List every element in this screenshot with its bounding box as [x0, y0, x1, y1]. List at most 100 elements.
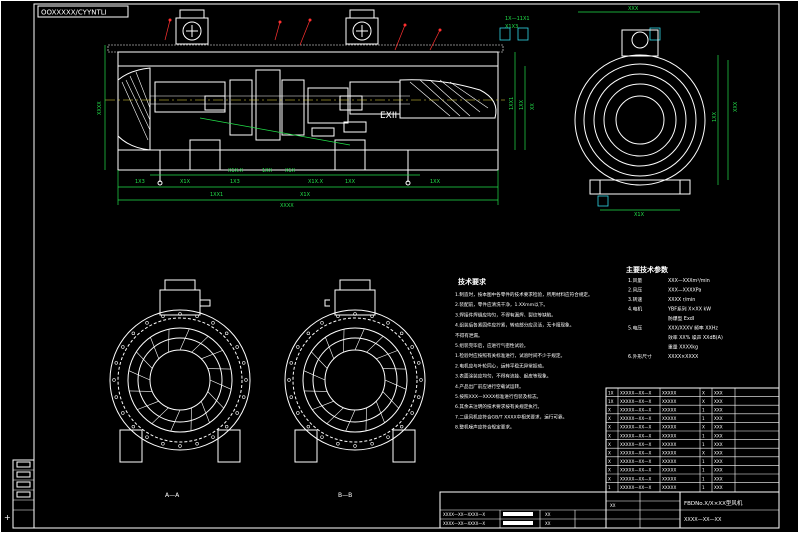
table-cell: XXXXX—XX—X	[620, 485, 651, 490]
dim-h-10: 1XX1	[210, 192, 223, 198]
sheet-inner-frame	[33, 3, 780, 529]
note-line: 3.焊接件焊缝应均匀，不得有漏焊、裂纹等缺陷。	[455, 311, 556, 318]
dim-h-8: X1X.X	[308, 179, 324, 185]
note-line: 4.产品出厂前应进行空载试运转。	[455, 383, 524, 390]
table-cell: XXXXX—XX—X	[620, 390, 651, 395]
note-line: 1.检验时应按照有关标准进行，试验时间不少于规定。	[455, 352, 565, 359]
title-fill-1	[503, 512, 533, 516]
dim-rv-2: 1XX	[712, 111, 718, 122]
dim-h-12: XXXX	[280, 203, 294, 209]
bolt-hole	[306, 331, 311, 336]
dim-h-7: 1XX	[345, 179, 356, 185]
bolt-hole	[296, 411, 300, 415]
dim-v-2: 1XX1	[509, 97, 515, 110]
table-cell: XXXXX	[662, 408, 676, 413]
vane-line	[376, 350, 398, 360]
bolt-hole	[195, 442, 199, 446]
table-cell: X	[702, 451, 705, 456]
bolt-hole	[289, 395, 293, 399]
dim-top-1: 1X—11X1	[505, 16, 530, 22]
main-view-dimensions: 1X3 X1X 1X3 1XX X1X X1X.X 1XX X1X.X 1XX …	[97, 16, 536, 209]
binding-strip	[12, 459, 35, 529]
table-cell: 1	[702, 433, 705, 438]
bolt-hole	[320, 321, 324, 325]
dim-h-2: X1X	[180, 179, 191, 185]
table-cell: X	[608, 442, 611, 447]
bolt-hole	[242, 395, 246, 399]
section-b-label: B—B	[338, 492, 352, 499]
bolt-hole	[244, 378, 248, 382]
vane-line	[311, 351, 328, 369]
vane-line	[354, 328, 365, 351]
spec-value: XXX—XXXXPa	[668, 288, 701, 294]
table-cell: XXXXX—XX—X	[620, 433, 651, 438]
dim-top-2: X1X3	[505, 24, 518, 30]
frame-tag-box	[37, 5, 129, 18]
bolt-hole	[242, 361, 246, 365]
spec-value: 重量 XXXXkg	[668, 344, 698, 351]
table-cell: 1X	[608, 390, 614, 395]
note-line: 2.装配前，零件应清洗干净，1.XXmm以下。	[455, 301, 548, 308]
vane-line	[365, 407, 367, 431]
main-side-view: EXII	[105, 9, 505, 186]
bolt-hole	[399, 331, 404, 336]
vane-line	[201, 350, 223, 360]
spec-key: 2.风压	[628, 288, 642, 294]
table-cell: X	[608, 408, 611, 413]
view-title-label: EXII	[380, 111, 397, 121]
table-cell: X	[702, 399, 705, 404]
table-cell: X	[608, 476, 611, 481]
vane-line	[382, 391, 399, 409]
bolt-hole	[410, 411, 414, 415]
table-cell: XXXXX—XX—X	[620, 416, 651, 421]
bolt-hole	[211, 321, 215, 325]
bolt-hole	[131, 424, 136, 429]
table-cell: X	[702, 425, 705, 430]
bolt-hole	[306, 424, 311, 429]
bolt-hole	[121, 411, 125, 415]
note-line: 7.二级风机应符合GB/T XXXX中相关要求，运行可靠。	[455, 413, 567, 420]
bolt-hole	[410, 345, 414, 349]
title-left-row-2: XXXX—XX—XXXX—X	[443, 521, 485, 526]
table-cell: XXXXX	[662, 416, 676, 421]
title-stamp-2: XX	[545, 521, 551, 526]
bolt-hole	[114, 395, 118, 399]
table-cell: 1	[608, 485, 611, 490]
vane-line	[207, 368, 231, 370]
frame-tag-text: OOXXXXX/CYYNTLI	[41, 9, 107, 17]
bolt-hole	[336, 442, 340, 446]
table-cell: 1	[702, 468, 705, 473]
table-cell: XXXXX	[662, 390, 676, 395]
bolt-hole	[399, 424, 404, 429]
table-cell: 1	[702, 459, 705, 464]
vane-line	[326, 407, 344, 424]
vane-line	[207, 391, 224, 409]
bolt-hole	[296, 345, 300, 349]
specs-title: 主要技术参数	[626, 265, 669, 274]
spec-key: 5.电压	[628, 325, 642, 332]
vane-line	[150, 337, 160, 359]
bolt-hole	[145, 435, 149, 439]
vane-line	[168, 329, 170, 353]
table-cell: 1	[702, 442, 705, 447]
cursor-marker-icon: +	[4, 513, 11, 522]
vane-line	[190, 407, 192, 431]
table-cell: X	[702, 390, 705, 395]
note-line: 5.组装完毕后，应进行气密性试验。	[455, 342, 528, 349]
bolt-hole	[235, 345, 239, 349]
spec-value: YBF系列 X×XX kW	[667, 306, 711, 313]
vane-line	[209, 379, 232, 390]
spec-value: XXXX×XXXX	[668, 354, 699, 360]
vane-line	[382, 368, 406, 370]
title-stamp-1: XX	[545, 512, 551, 517]
cyan-markers	[499, 27, 661, 207]
table-cell: XXX	[714, 408, 723, 413]
note-line: 8.整机噪声应符合规定要求。	[455, 424, 515, 431]
table-cell: X	[608, 459, 611, 464]
vane-line	[384, 379, 407, 390]
bolt-hole	[161, 442, 165, 446]
bolt-hole	[419, 378, 423, 382]
bolt-hole	[178, 444, 182, 448]
